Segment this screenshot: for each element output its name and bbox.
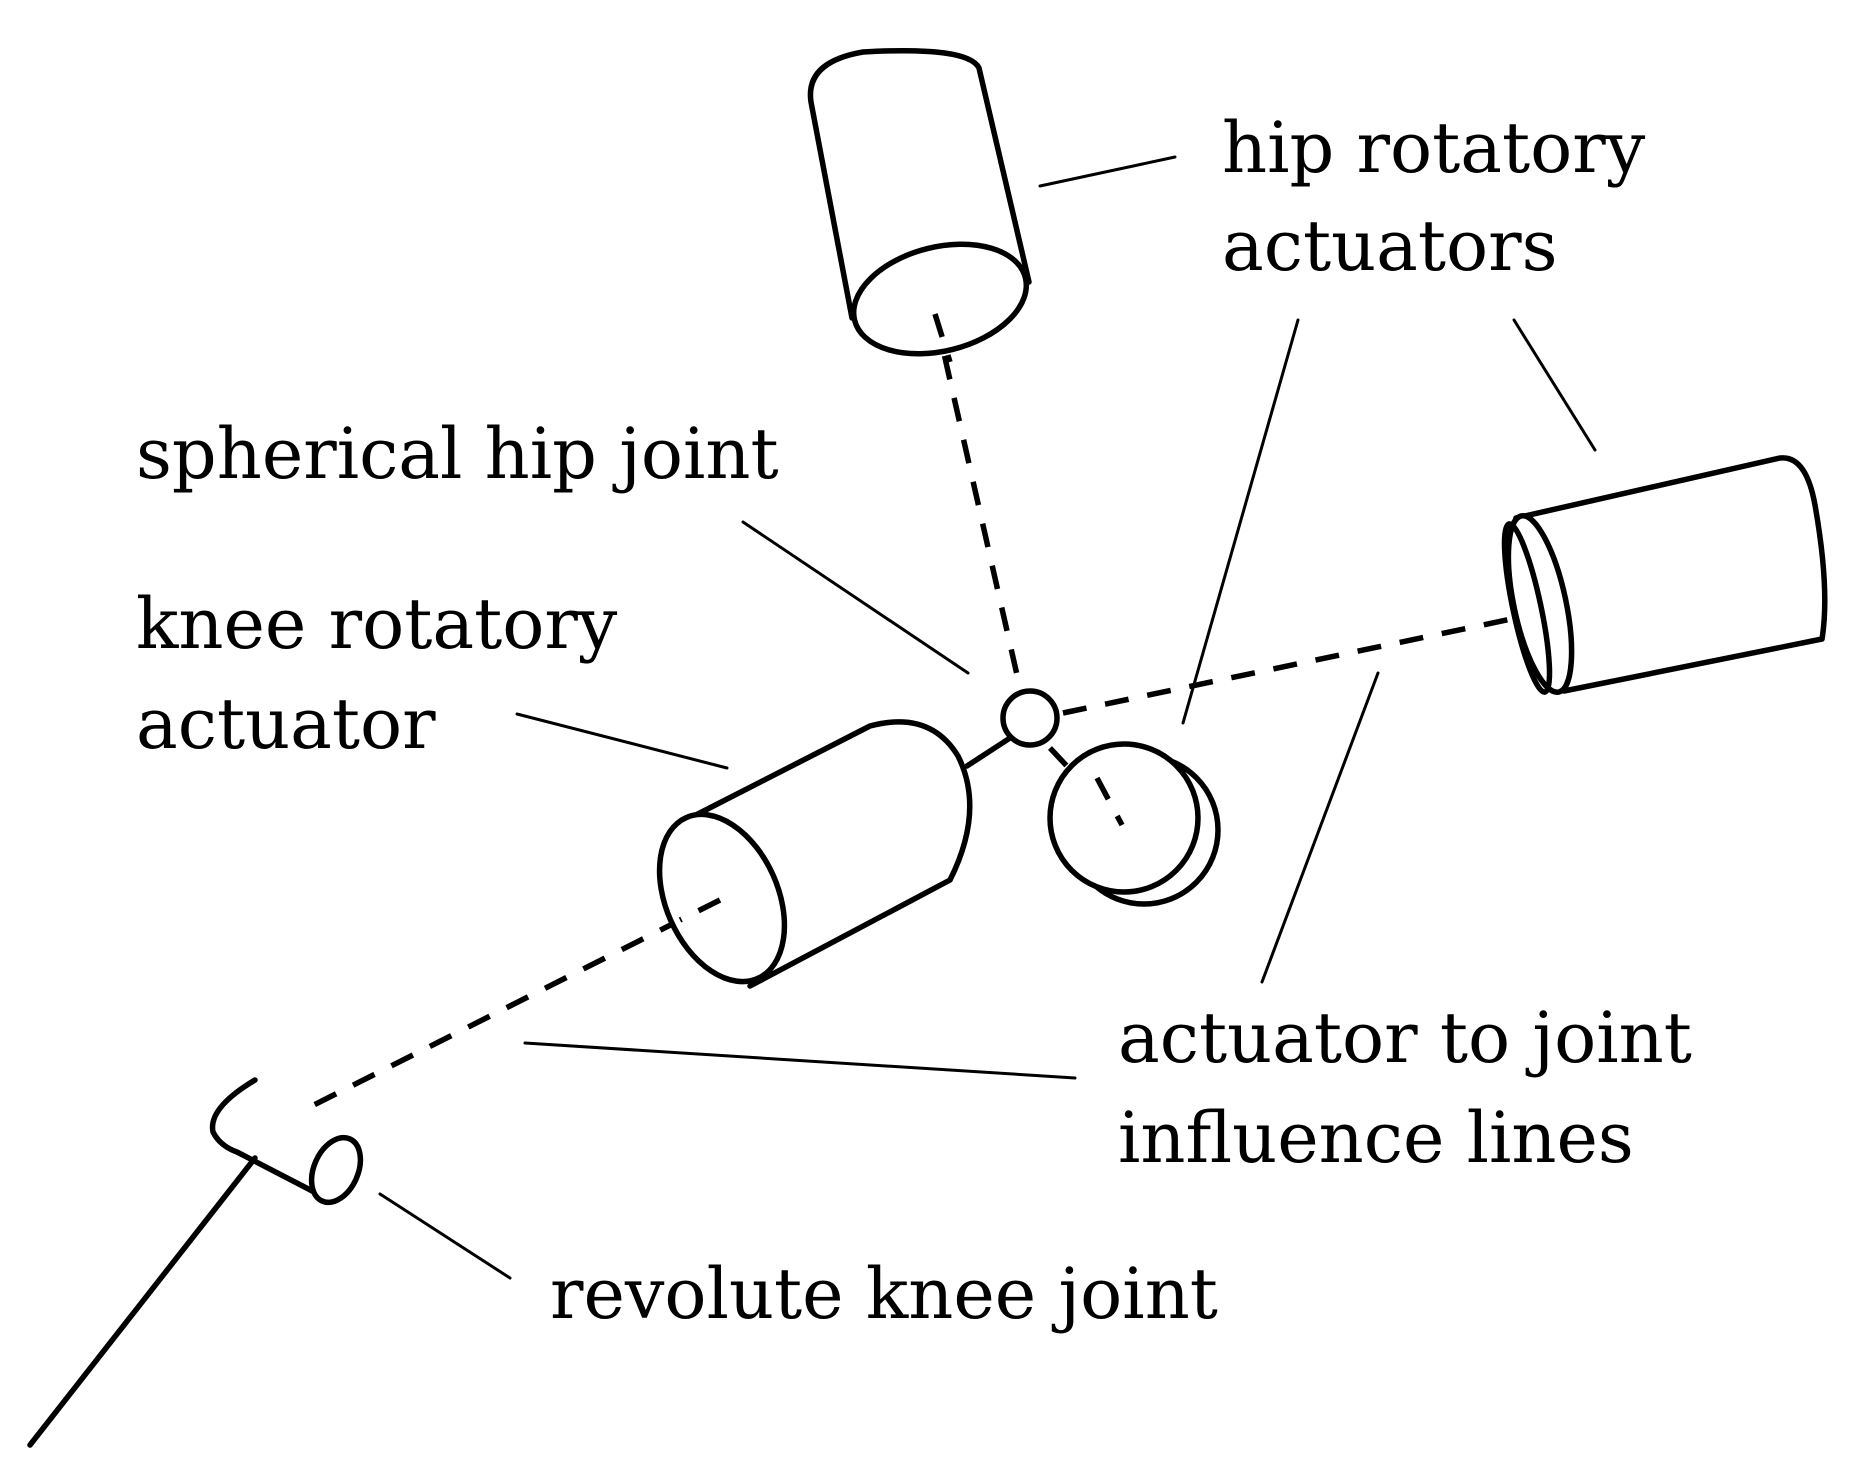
hip-actuator-front: [1047, 741, 1221, 907]
revolute-knee-joint-shape: [209, 1077, 323, 1198]
revolute-knee-joint-face: [308, 1134, 364, 1206]
revolute-knee-joint-body: [27, 1077, 364, 1448]
label-hip-rotatory-actuators-line2: actuators: [1222, 205, 1558, 287]
label-revolute-knee-joint: revolute knee joint: [550, 1253, 1218, 1335]
lower-leg-link: [27, 1155, 258, 1448]
influence-line-right-hip-actuator: [1062, 610, 1541, 716]
hip-actuator-top-axis: [932, 313, 953, 363]
hip-actuator-right-body: [1513, 455, 1828, 694]
hip-actuator-front-face: [1047, 741, 1201, 895]
knee-actuator-link: [964, 735, 1013, 769]
label-knee-rotatory-actuator-line2: actuator: [136, 683, 436, 765]
knee-actuator-axis: [678, 897, 722, 923]
leader-spherical-hip-joint: [741, 520, 970, 675]
leader-hip-actuator-front: [1181, 318, 1300, 725]
knee-actuator-face: [656, 811, 788, 985]
knee-actuator-body: [687, 719, 973, 989]
hip-actuator-top: [807, 48, 1032, 363]
hip-actuator-top-body: [807, 48, 1032, 321]
hip-actuator-top-face: [850, 241, 1030, 357]
hip-actuator-front-axis: [1094, 776, 1125, 827]
leader-hip-actuator-top: [1038, 155, 1177, 188]
leader-influence-to-right: [1260, 671, 1380, 984]
influence-line-top-hip-actuator: [932, 313, 1023, 689]
label-influence-lines-line2: influence lines: [1118, 1097, 1634, 1179]
label-influence-lines-line1: actuator to joint: [1118, 997, 1692, 1079]
labels: hip rotatory actuators spherical hip joi…: [136, 107, 1692, 1335]
hip-actuator-right-rim: [1501, 521, 1553, 695]
leader-knee-actuator: [515, 712, 729, 770]
leader-lines: [378, 155, 1597, 1280]
leader-revolute-knee-joint: [378, 1192, 512, 1280]
label-hip-rotatory-actuators-line1: hip rotatory: [1222, 107, 1646, 189]
label-spherical-hip-joint: spherical hip joint: [136, 413, 779, 495]
label-knee-rotatory-actuator-line1: knee rotatory: [136, 583, 618, 665]
leader-hip-actuator-right: [1512, 318, 1597, 452]
influence-line-knee-actuator: [296, 897, 722, 1116]
knee-actuator: [656, 719, 1013, 989]
spherical-hip-joint: [1000, 688, 1060, 748]
leader-influence-to-knee: [523, 1041, 1077, 1080]
hip-actuator-right: [1501, 455, 1828, 695]
